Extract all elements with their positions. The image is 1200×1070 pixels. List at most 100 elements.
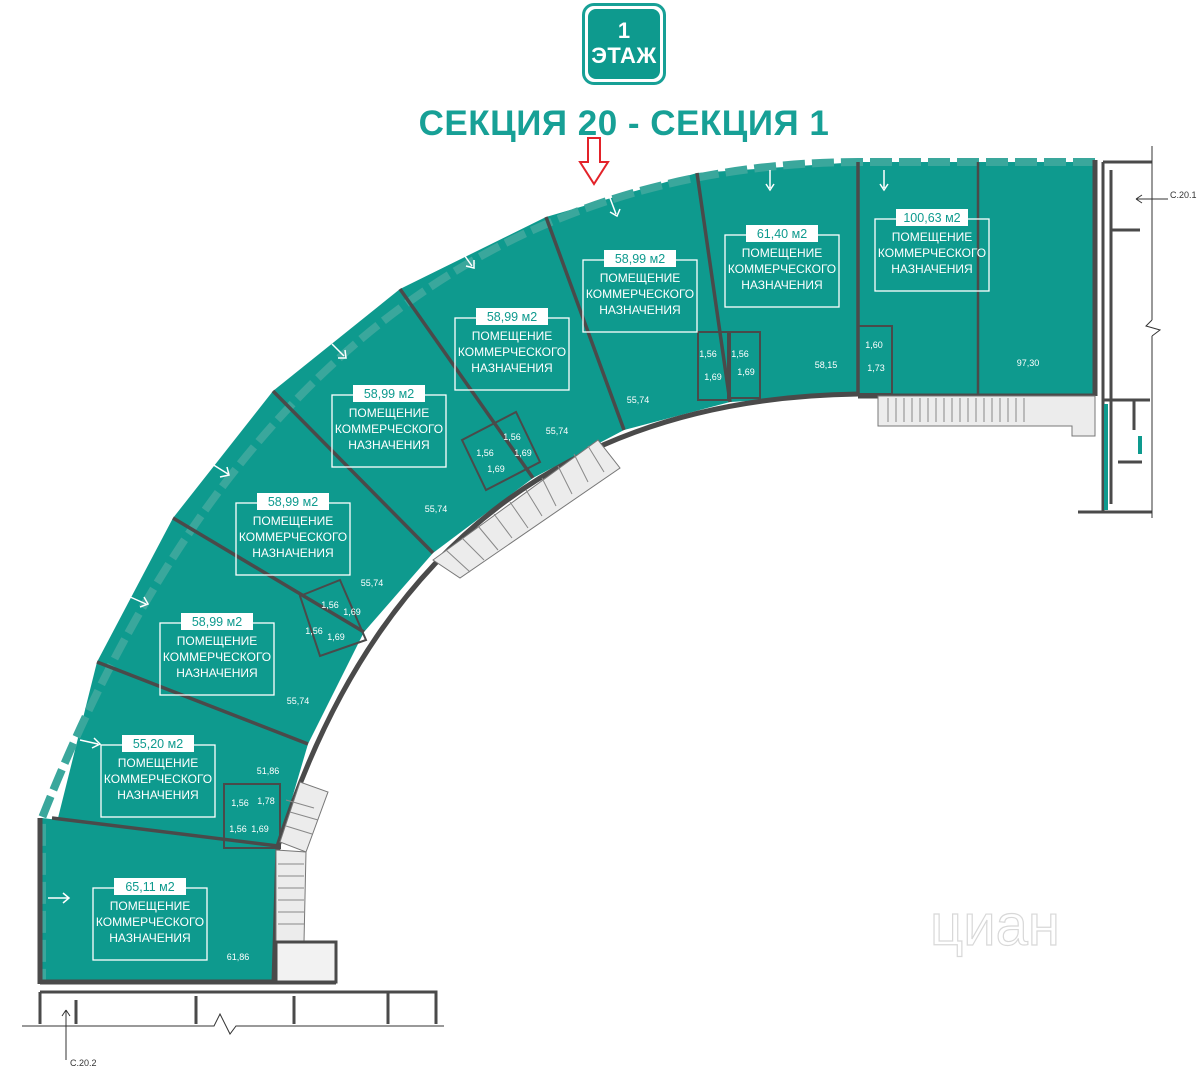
adjacent-bottom: [38, 990, 438, 1024]
unit-6-line-1: ПОМЕЩЕНИЕ: [177, 634, 258, 648]
wc-labels: 1,601,731,561,691,561,691,561,691,561,69…: [229, 340, 885, 834]
unit-1-area[interactable]: [697, 162, 858, 402]
wc-label: 1,69: [487, 464, 505, 474]
unit-3-line-2: КОММЕРЧЕСКОГО: [458, 345, 566, 359]
axis-label-right: С.20.1: [1170, 190, 1197, 200]
stair-right: [877, 395, 1096, 437]
unit-8-line-1: ПОМЕЩЕНИЕ: [110, 899, 191, 913]
wc-label: 1,69: [327, 632, 345, 642]
wc-label: 1,56: [503, 432, 521, 442]
unit-2-area[interactable]: [546, 173, 730, 430]
axis-label-bottom: С.20.2: [70, 1058, 97, 1068]
unit-1-area: 61,40 м2: [757, 227, 807, 241]
unit-8-inner-area: 61,86: [227, 952, 250, 962]
unit-1-inner-area: 58,15: [815, 360, 838, 370]
unit-5-line-3: НАЗНАЧЕНИЯ: [252, 546, 333, 560]
unit-5-line-2: КОММЕРЧЕСКОГО: [239, 530, 347, 544]
wc-label: 1,56: [731, 349, 749, 359]
watermark: циан: [930, 893, 1060, 958]
unit-7-inner-area: 51,86: [257, 766, 280, 776]
wc-label: 1,56: [231, 798, 249, 808]
unit-6-inner-area: 55,74: [287, 696, 310, 706]
wc-label: 1,69: [343, 607, 361, 617]
unit-0-line-3: НАЗНАЧЕНИЯ: [891, 262, 972, 276]
unit-3-line-1: ПОМЕЩЕНИЕ: [472, 329, 553, 343]
unit-7-area: 55,20 м2: [133, 737, 183, 751]
axis-bottom: [22, 1009, 444, 1060]
outer-facade: [38, 158, 1095, 982]
wc-label: 1,56: [305, 626, 323, 636]
unit-5-inner-area: 55,74: [361, 578, 384, 588]
unit-7-line-2: КОММЕРЧЕСКОГО: [104, 772, 212, 786]
unit-3-inner-area: 55,74: [546, 426, 569, 436]
section-title: СЕКЦИЯ 20 - СЕКЦИЯ 1: [418, 104, 830, 143]
wc-label: 1,56: [229, 824, 247, 834]
unit-2-line-2: КОММЕРЧЕСКОГО: [586, 287, 694, 301]
unit-2-label: 58,99 м2 ПОМЕЩЕНИЕ КОММЕРЧЕСКОГО НАЗНАЧЕНИЯ: [582, 250, 698, 333]
wc-label: 1,69: [704, 372, 722, 382]
unit-0-area-badge: [896, 209, 968, 226]
unit-0-line-2: КОММЕРЧЕСКОГО: [878, 246, 986, 260]
inner-wall: [271, 391, 859, 983]
unit-4-line-2: КОММЕРЧЕСКОГО: [335, 422, 443, 436]
unit-0-area[interactable]: [858, 162, 1095, 394]
wc-label: 1,69: [251, 824, 269, 834]
wc-label: 1,56: [321, 600, 339, 610]
partition-walls: [51, 162, 980, 848]
unit-1-label: 61,40 м2 ПОМЕЩЕНИЕ КОММЕРЧЕСКОГО НАЗНАЧЕНИЯ: [724, 225, 840, 308]
unit-5-area[interactable]: [173, 391, 433, 632]
unit-8-line-2: КОММЕРЧЕСКОГО: [96, 915, 204, 929]
entrance-arrows: [48, 170, 889, 904]
unit-0-label: 100,63 м2 ПОМЕЩЕНИЕ КОММЕРЧЕСКОГО НАЗНАЧЕНИ…: [874, 209, 990, 292]
floor-number: 1: [617, 18, 631, 43]
unit-8-area[interactable]: [42, 818, 278, 982]
unit-8-line-3: НАЗНАЧЕНИЯ: [109, 931, 190, 945]
unit-4-label: 58,99 м2 ПОМЕЩЕНИЕ КОММЕРЧЕСКОГО НАЗНАЧЕНИЯ: [331, 385, 447, 468]
unit-2-line-3: НАЗНАЧЕНИЯ: [599, 303, 680, 317]
unit-4-area-badge: [353, 385, 425, 402]
unit-labels: 100,63 м2 ПОМЕЩЕНИЕ КОММЕРЧЕСКОГО НАЗНАЧЕНИ…: [92, 209, 1039, 962]
axis-right: [1135, 146, 1168, 518]
unit-6-line-2: КОММЕРЧЕСКОГО: [163, 650, 271, 664]
wc-label: 1,78: [257, 796, 275, 806]
adjacent-right: [1078, 160, 1152, 514]
unit-8-area-badge: [114, 878, 186, 895]
rooms-layer: [42, 162, 1095, 982]
wc-label: 1,69: [737, 367, 755, 377]
unit-0-line-1: ПОМЕЩЕНИЕ: [892, 230, 973, 244]
unit-3-line-3: НАЗНАЧЕНИЯ: [471, 361, 552, 375]
wc-label: 1,73: [867, 363, 885, 373]
unit-8-area: 65,11 м2: [125, 880, 174, 894]
unit-2-inner-area: 55,74: [627, 395, 650, 405]
unit-4-line-1: ПОМЕЩЕНИЕ: [349, 406, 430, 420]
wc-label: 1,56: [476, 448, 494, 458]
unit-7-line-1: ПОМЕЩЕНИЕ: [118, 756, 199, 770]
unit-8-label: 65,11 м2 ПОМЕЩЕНИЕ КОММЕРЧЕСКОГО НАЗНАЧЕНИЯ: [92, 878, 208, 961]
unit-1-area-badge: [746, 225, 818, 242]
stair-curved: [274, 439, 621, 984]
unit-5-area-badge: [257, 493, 329, 510]
unit-1-line-3: НАЗНАЧЕНИЯ: [741, 278, 822, 292]
floor-word: ЭТАЖ: [591, 43, 657, 68]
unit-3-area-badge: [476, 308, 548, 325]
unit-0-area: 100,63 м2: [903, 211, 960, 225]
unit-1-line-1: ПОМЕЩЕНИЕ: [742, 246, 823, 260]
unit-4-line-3: НАЗНАЧЕНИЯ: [348, 438, 429, 452]
unit-1-line-2: КОММЕРЧЕСКОГО: [728, 262, 836, 276]
wc-label: 1,56: [699, 349, 717, 359]
wc-cubicles: [223, 325, 893, 849]
unit-7-line-3: НАЗНАЧЕНИЯ: [117, 788, 198, 802]
wc-label: 1,69: [514, 448, 532, 458]
unit-6-area-badge: [181, 613, 253, 630]
unit-2-area: 58,99 м2: [615, 252, 665, 266]
unit-3-area[interactable]: [400, 217, 624, 478]
unit-5-area: 58,99 м2: [268, 495, 318, 509]
unit-2-line-1: ПОМЕЩЕНИЕ: [600, 271, 681, 285]
unit-4-area: 58,99 м2: [364, 387, 414, 401]
unit-7-area[interactable]: [58, 662, 308, 846]
unit-6-area: 58,99 м2: [192, 615, 242, 629]
